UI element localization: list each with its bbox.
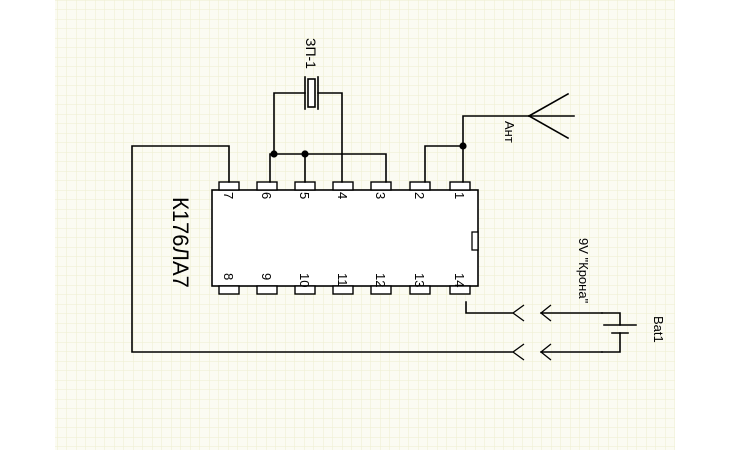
wire-pin14-battery: [465, 301, 513, 314]
chip-pin-bottom[interactable]: [449, 285, 471, 295]
chip-pin-bottom[interactable]: [332, 285, 354, 295]
wire-pin2-pin1: [424, 145, 464, 183]
pin-number-label: 8: [221, 273, 236, 280]
battery-symbol[interactable]: [601, 312, 637, 353]
pin-number-label: 2: [412, 192, 427, 199]
wire-antenna-feed: [462, 115, 530, 147]
chip-label: К176ЛА7: [168, 197, 193, 288]
piezo-symbol[interactable]: [304, 76, 319, 110]
chip-pins: 7 6 5 4 3 2 1 8 9 10 11 12 13 14: [218, 181, 471, 295]
wire-pin4-piezo: [317, 92, 343, 183]
antenna-symbol[interactable]: [527, 92, 575, 140]
chip-pin-top[interactable]: [256, 181, 278, 191]
chip-pin-bottom[interactable]: [218, 285, 240, 295]
pin-number-label: 5: [297, 192, 312, 199]
chip-pin-top[interactable]: [449, 181, 471, 191]
pin-number-label: 14: [452, 273, 467, 287]
pin-number-label: 7: [221, 192, 236, 199]
piezo-label: ЗП-1: [303, 38, 319, 69]
pin-number-label: 10: [297, 273, 312, 287]
junction-dot: [301, 150, 309, 158]
battery-ref-label: Bat1: [651, 316, 666, 343]
chip-pin-bottom[interactable]: [370, 285, 392, 295]
wire-piezo-left: [273, 92, 306, 155]
chip-pin-top[interactable]: [332, 181, 354, 191]
antenna-label: Ант: [502, 121, 517, 143]
chip-pin-top[interactable]: [409, 181, 431, 191]
pin-number-label: 4: [335, 192, 350, 199]
chip-pin-bottom[interactable]: [409, 285, 431, 295]
chip-notch: [471, 231, 479, 251]
wire-pins-6-5-3: [269, 153, 387, 183]
chip-pin-top[interactable]: [294, 181, 316, 191]
pin-number-label: 12: [373, 273, 388, 287]
pin-number-label: 13: [412, 273, 427, 287]
chip-pin-bottom[interactable]: [256, 285, 278, 295]
pin-number-label: 6: [259, 192, 274, 199]
junction-dot: [459, 142, 467, 150]
pin-number-label: 1: [452, 192, 467, 199]
junction-dot: [270, 150, 278, 158]
battery-type-label: 9V "Крона": [576, 238, 591, 304]
wire-pin7-left-rail: [131, 145, 513, 353]
pin-number-label: 9: [259, 273, 274, 280]
connector-arrows: [511, 304, 603, 361]
pin-number-label: 3: [373, 192, 388, 199]
pin-number-label: 11: [335, 273, 350, 287]
chip-pin-top[interactable]: [370, 181, 392, 191]
chip-pin-bottom[interactable]: [294, 285, 316, 295]
chip-pin-top[interactable]: [218, 181, 240, 191]
chip-body[interactable]: [211, 189, 479, 287]
